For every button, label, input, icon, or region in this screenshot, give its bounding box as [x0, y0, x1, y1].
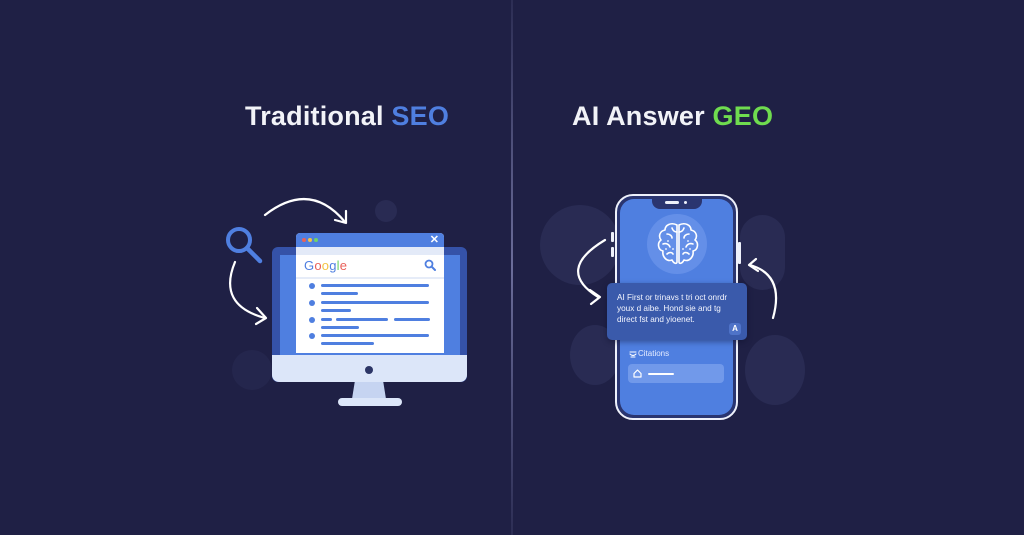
result-line[interactable] — [321, 318, 332, 321]
search-icon[interactable] — [424, 259, 436, 271]
geo-flow-arrows — [577, 238, 778, 320]
monitor-stand-base — [338, 398, 402, 406]
browser-window: ✕ Google — [296, 233, 444, 353]
curved-arrow-icon — [263, 197, 347, 224]
curved-arrow-icon — [577, 238, 607, 299]
result-bullet — [309, 317, 315, 323]
decorative-circle — [232, 350, 272, 390]
title-highlight: SEO — [391, 101, 450, 131]
window-dot-green — [314, 238, 318, 242]
home-icon — [633, 369, 642, 378]
browser-title-bar: ✕ — [296, 233, 444, 247]
brain-icon — [657, 223, 699, 265]
magnifier-icon — [226, 227, 263, 264]
result-line — [321, 326, 359, 329]
citation-item[interactable] — [628, 364, 724, 383]
ai-answer-text: AI First or trinavs t tri oct onrdr youx… — [617, 293, 728, 324]
phone-camera — [684, 201, 687, 204]
ai-badge-icon[interactable]: A — [729, 323, 741, 335]
citations-icon — [629, 351, 637, 358]
phone-side-button — [611, 247, 614, 257]
window-dot-red — [302, 238, 306, 242]
close-icon[interactable]: ✕ — [429, 234, 439, 246]
result-line[interactable] — [321, 334, 429, 337]
curved-arrow-icon — [748, 263, 778, 320]
result-line — [321, 342, 374, 345]
browser-toolbar — [296, 247, 444, 255]
decorative-circle — [740, 215, 785, 290]
monitor-stand-neck — [352, 382, 386, 399]
result-line[interactable] — [321, 301, 429, 304]
result-bullet — [309, 283, 315, 289]
seo-flow-arrows — [226, 197, 348, 326]
monitor-power-dot — [365, 366, 373, 374]
decorative-circle — [745, 335, 805, 405]
result-line[interactable] — [394, 318, 430, 321]
curved-arrow-icon — [229, 260, 267, 320]
phone-side-button — [738, 242, 741, 264]
result-bullet — [309, 300, 315, 306]
center-divider — [511, 0, 513, 535]
window-dot-yellow — [308, 238, 312, 242]
title-prefix: Traditional — [245, 101, 384, 131]
title-prefix: AI Answer — [572, 101, 705, 131]
result-bullet — [309, 333, 315, 339]
phone-side-button — [611, 232, 614, 242]
result-line — [321, 309, 351, 312]
citation-line — [648, 373, 674, 375]
traditional-seo-title: Traditional SEO — [245, 101, 449, 132]
decorative-circle — [540, 205, 620, 285]
result-line[interactable] — [336, 318, 388, 321]
result-line — [321, 292, 358, 295]
decorative-circle — [375, 200, 397, 222]
ai-answer-geo-title: AI Answer GEO — [572, 101, 773, 132]
ai-answer-card: AI First or trinavs t tri oct onrdr youx… — [607, 283, 747, 340]
result-line[interactable] — [321, 284, 429, 287]
google-logo: Google — [304, 258, 348, 273]
phone-speaker — [665, 201, 679, 204]
title-highlight: GEO — [712, 101, 774, 131]
citations-label: Citations — [638, 349, 670, 358]
browser-divider — [296, 277, 444, 279]
